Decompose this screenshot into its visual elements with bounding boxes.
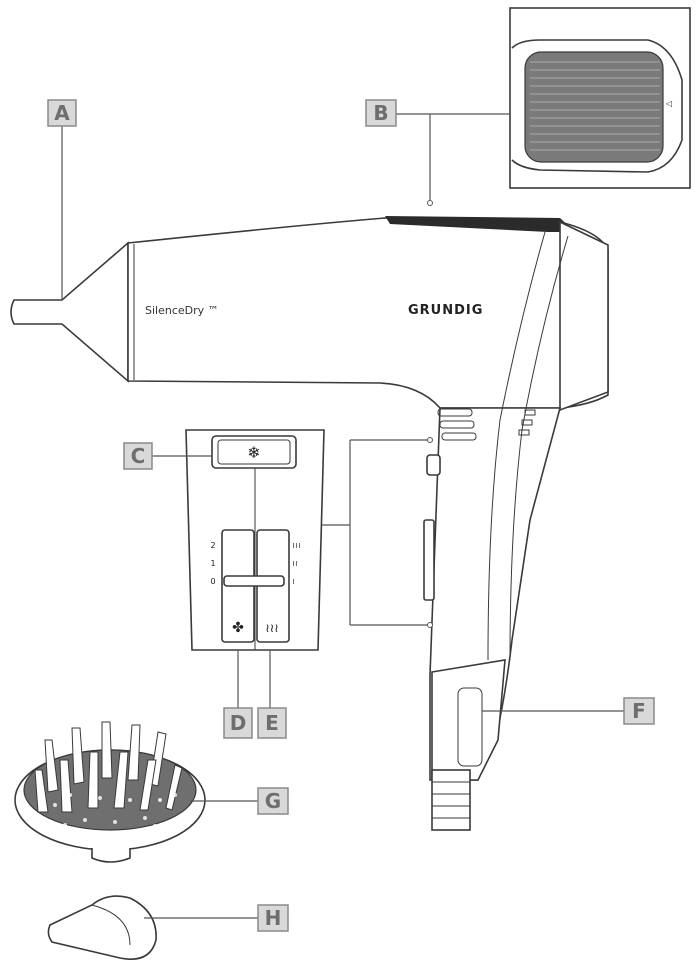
callout-D: D — [223, 707, 253, 739]
heat-waves-icon: ≀≀≀ — [265, 621, 279, 635]
cord-strain-relief — [431, 769, 471, 831]
callout-G: G — [257, 787, 289, 815]
callout-F: F — [623, 697, 655, 725]
svg-text:B: B — [373, 101, 388, 125]
svg-text:F: F — [632, 699, 646, 723]
callout-E: E — [257, 707, 287, 739]
svg-text:A: A — [54, 101, 70, 125]
callout-H: H — [257, 904, 289, 932]
model-name-label: SilenceDry ™ — [145, 304, 219, 317]
heat-level-1-icon: ≀ — [292, 577, 295, 586]
callout-A: A — [47, 99, 77, 127]
svg-text:D: D — [230, 711, 247, 735]
level-label-2: 2 — [210, 541, 215, 550]
arrow-marker-icon: ◁ — [665, 99, 672, 108]
diffuser-attachment — [14, 721, 206, 863]
callout-C: C — [123, 442, 153, 470]
snowflake-icon: ❄ — [247, 443, 260, 462]
hanging-loop — [457, 687, 483, 767]
heat-level-2-icon: ≀≀ — [292, 559, 298, 568]
level-label-0: 0 — [210, 577, 215, 586]
concentrator-attachment — [47, 895, 157, 960]
rear-filter-inset: ◁ — [509, 7, 691, 189]
svg-text:G: G — [265, 789, 281, 813]
svg-text:H: H — [265, 906, 282, 930]
callout-B: B — [365, 99, 397, 127]
top-grip-strip — [385, 216, 575, 232]
rear-housing — [559, 220, 609, 412]
air-filter-grid — [524, 51, 664, 163]
level-label-1: 1 — [210, 559, 215, 568]
concentrator-nozzle — [10, 241, 129, 383]
heat-level-3-icon: ≀≀≀ — [292, 541, 301, 550]
fan-icon: ✤ — [232, 620, 244, 636]
hair-dryer-illustration — [10, 216, 609, 831]
svg-text:C: C — [131, 444, 146, 468]
switch-panel-detail: ❄ 2 1 0 ≀≀≀ ≀≀ ≀ ✤ ≀≀≀ — [185, 429, 325, 651]
svg-text:E: E — [265, 711, 279, 735]
brand-logo-text: GRUNDIG — [408, 303, 483, 318]
